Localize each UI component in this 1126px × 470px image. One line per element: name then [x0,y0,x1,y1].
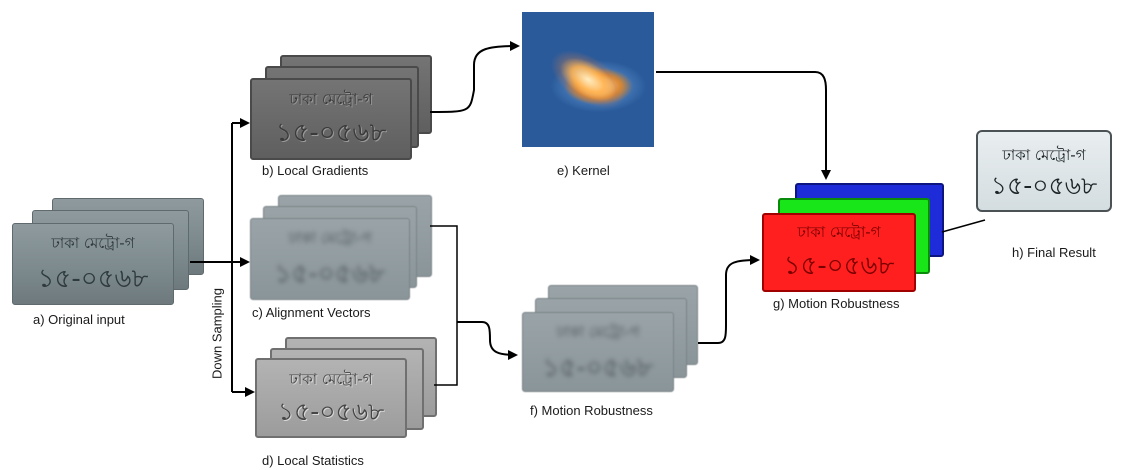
plate-top-text: ঢাকা মেট্রো-গ [556,323,640,341]
plate-bottom-text: ১৫-০৫৬৮ [37,264,149,294]
kernel-to-rgb-arrow [656,71,831,180]
plate-top-text: ঢাকা মেট্রো-গ [1002,146,1086,164]
plate-top-text: ঢাকা মেট্রো-গ [289,370,373,388]
plate-bottom-text: ১৫-০৫৬৮ [990,171,1098,200]
final-result-plate: ঢাকা মেট্রো-গ ১৫-০৫৬৮ [976,130,1112,212]
label-alignment-vectors: c) Alignment Vectors [252,305,371,320]
plate-bottom-text: ১৫-০৫৬৮ [275,118,387,148]
alignment-to-merge-line [430,225,458,322]
plate-bottom-text: ১৫-০৫৬৮ [274,259,386,289]
label-kernel: e) Kernel [557,163,610,178]
merge-to-motion-arrow [457,321,518,360]
red-channel-frame: ঢাকা মেট্রো-গ ১৫-০৫৬৮ [762,213,916,292]
label-final-result: h) Final Result [1012,245,1096,260]
motion-frame-front: ঢাকা মেট্রো-গ ১৫-০৫৬৮ [522,312,674,392]
gradient-frame-front: ঢাকা মেট্রো-গ ১৫-০৫৬৮ [250,78,412,160]
plate-top-text: ঢাকা মেট্রো-গ [289,90,373,108]
label-local-statistics: d) Local Statistics [262,453,364,468]
label-motion-robustness-f: f) Motion Robustness [530,403,653,418]
label-down-sampling: Down Sampling [209,287,225,380]
plate-bottom-text: ১৫-০৫৬৮ [783,251,895,281]
input-frame-front: ঢাকা মেট্রো-গ ১৫-০৫৬৮ [12,223,174,305]
gradients-to-kernel-arrow [429,41,520,113]
statistics-frame-front: ঢাকা মেট্রো-গ ১৫-০৫৬৮ [255,358,407,438]
label-local-gradients: b) Local Gradients [262,163,369,178]
motion-to-rgb-arrow [698,255,760,344]
rgb-to-final-line [941,219,986,233]
alignment-frame-front: ঢাকা মেট্রো-গ ১৫-০৫৬৮ [250,218,410,300]
plate-top-text: ঢাকা মেট্রো-গ [797,223,881,241]
label-original-input: a) Original input [33,312,125,327]
plate-bottom-text: ১৫-০৫৬৮ [277,397,385,426]
plate-top-text: ঢাকা মেট্রো-গ [51,234,135,252]
plate-bottom-text: ১৫-০৫৬৮ [542,353,654,383]
kernel-image [496,0,680,172]
statistics-to-merge-line [434,322,458,386]
label-motion-robustness-g: g) Motion Robustness [773,296,900,311]
plate-top-text: ঢাকা মেট্রো-গ [288,229,372,247]
